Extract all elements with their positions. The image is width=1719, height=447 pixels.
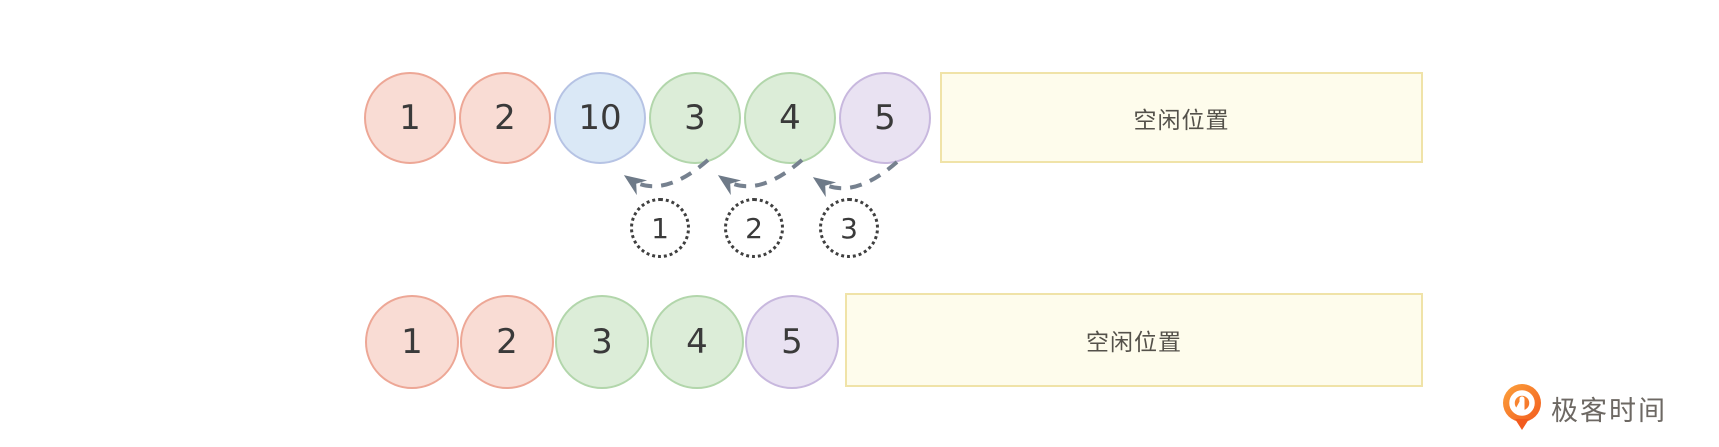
array-cell: 4 bbox=[650, 295, 744, 389]
free-space-block: 空闲位置 bbox=[940, 72, 1423, 163]
step-number: 3 bbox=[840, 211, 858, 245]
array-cell: 3 bbox=[555, 295, 649, 389]
cell-value: 1 bbox=[399, 98, 421, 138]
free-space-label: 空闲位置 bbox=[1086, 330, 1182, 356]
move-arrow-3 bbox=[812, 160, 899, 198]
array-cell: 10 bbox=[554, 72, 646, 164]
cell-value: 3 bbox=[684, 98, 706, 138]
cell-value: 4 bbox=[686, 322, 708, 362]
array-cell: 1 bbox=[364, 72, 456, 164]
array-cell: 5 bbox=[839, 72, 931, 164]
step-number: 1 bbox=[651, 211, 669, 245]
step-marker: 3 bbox=[819, 198, 879, 258]
geektime-logo-icon bbox=[1503, 384, 1541, 430]
cell-value: 4 bbox=[779, 98, 801, 138]
free-space-block: 空闲位置 bbox=[845, 293, 1423, 387]
geektime-watermark: 极客时间 bbox=[1501, 383, 1667, 433]
cell-value: 2 bbox=[494, 98, 516, 138]
array-cell: 2 bbox=[460, 295, 554, 389]
array-cell: 1 bbox=[365, 295, 459, 389]
step-number: 2 bbox=[745, 211, 763, 245]
geektime-logo-text: 极客时间 bbox=[1551, 395, 1667, 427]
array-cell: 2 bbox=[459, 72, 551, 164]
cell-value: 5 bbox=[874, 98, 896, 138]
cell-value: 3 bbox=[591, 322, 613, 362]
cell-value: 5 bbox=[781, 322, 803, 362]
cell-value: 1 bbox=[401, 322, 423, 362]
free-space-label: 空闲位置 bbox=[1133, 107, 1230, 134]
cell-value: 2 bbox=[496, 322, 518, 362]
array-cell: 3 bbox=[649, 72, 741, 164]
array-cell: 4 bbox=[744, 72, 836, 164]
step-marker: 1 bbox=[630, 198, 690, 258]
cell-value: 10 bbox=[578, 98, 622, 138]
step-marker: 2 bbox=[724, 198, 784, 258]
array-cell: 5 bbox=[745, 295, 839, 389]
